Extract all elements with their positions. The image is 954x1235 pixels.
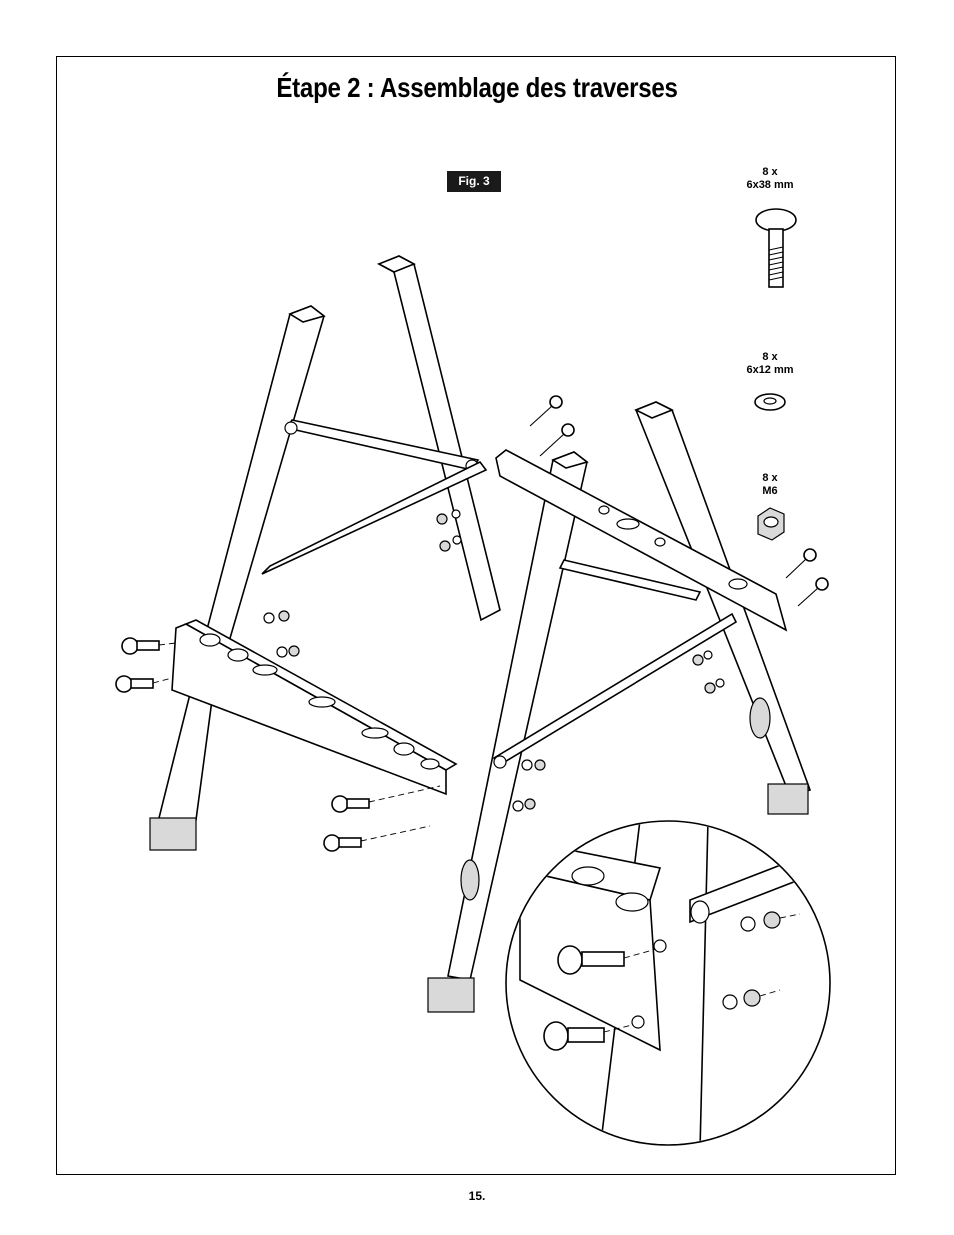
stand-assembly-illustration (115, 255, 829, 1013)
detail-zoom-circle (505, 820, 831, 1146)
hardware-washer-label: 8 x 6x12 mm (715, 351, 825, 377)
hardware-bolt-qty: 8 x (762, 166, 778, 178)
hardware-nut-label: 8 x M6 (715, 472, 825, 498)
washer-icon (754, 393, 786, 411)
hardware-washer-size: 6x12 mm (746, 364, 794, 376)
page-title: Étape 2 : Assemblage des traverses (276, 72, 678, 103)
hardware-nut-qty: 8 x (762, 472, 778, 484)
carriage-bolt-icon (755, 208, 797, 288)
hardware-nut-size: M6 (762, 485, 778, 497)
page-frame (56, 56, 896, 1175)
page-number: 15. (468, 1189, 486, 1203)
figure-label: Fig. 3 (447, 171, 501, 192)
hardware-bolt-size: 6x38 mm (746, 179, 794, 191)
hardware-washer-qty: 8 x (762, 351, 778, 363)
hardware-bolt-label: 8 x 6x38 mm (715, 166, 825, 192)
hex-nut-icon (757, 507, 785, 541)
